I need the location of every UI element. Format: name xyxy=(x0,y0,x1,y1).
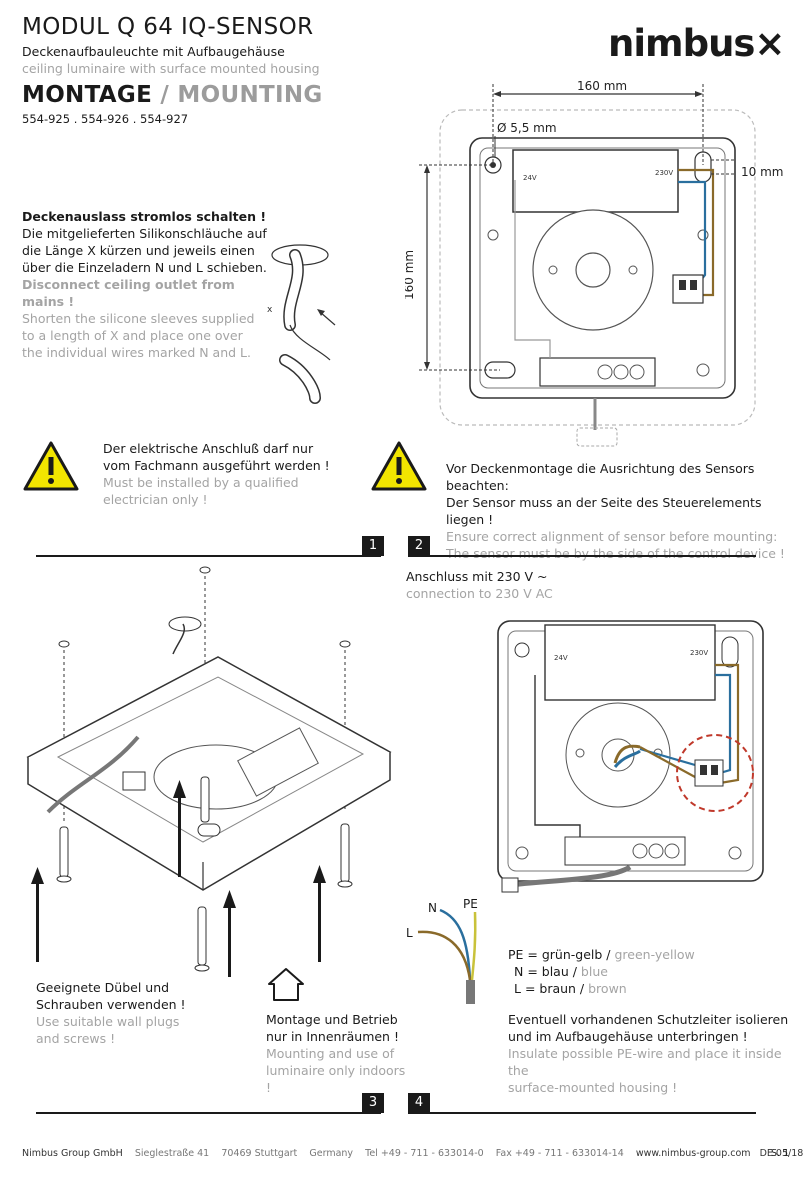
warning-icon xyxy=(371,441,427,491)
wire-label-pe: PE xyxy=(463,897,478,911)
footer-address: Nimbus Group GmbH Sieglestraße 41 70469 … xyxy=(22,1148,804,1159)
wire-label-l: L xyxy=(406,926,413,940)
section-divider xyxy=(36,1112,381,1114)
article-codes: 554-925 . 554-926 . 554-927 xyxy=(22,112,189,126)
house-icon xyxy=(268,968,304,1001)
svg-text:230V: 230V xyxy=(690,649,708,657)
wire-instructions: Deckenauslass stromlos schalten ! Die mi… xyxy=(22,209,267,360)
wire-color-legend: PE = grün-gelb / green-yellow N = blau /… xyxy=(508,947,695,996)
wiring-diagram: 24V 230V xyxy=(497,620,764,893)
indoor-use-text: Montage und Betrieb nur in Innenräumen !… xyxy=(266,1012,406,1095)
supply-wires-illustration: N PE L xyxy=(406,897,478,1004)
nimbus-logo: nimbus× xyxy=(608,22,785,65)
section-divider xyxy=(36,555,381,557)
subtitle-en: ceiling luminaire with surface mounted h… xyxy=(22,61,320,76)
section-divider xyxy=(408,1112,756,1114)
connection-title: Anschluss mit 230 V ~ connection to 230 … xyxy=(406,569,553,601)
step4-text: Eventuell vorhandenen Schutzleiter isoli… xyxy=(508,1012,789,1095)
section-divider xyxy=(408,555,756,557)
mounting-plate-dimension-drawing: 24V 230V 160 mm Ø 5,5 mm 160 mm 10 mm xyxy=(405,79,783,447)
dim-slot-label: 10 mm xyxy=(741,165,783,179)
page-number: S. 1 xyxy=(771,1148,790,1159)
step-number-1: 1 xyxy=(362,536,384,556)
dim-width-label: 160 mm xyxy=(577,79,627,93)
dim-height-label: 160 mm xyxy=(405,250,416,300)
warning-left-text: Der elektrische Anschluß darf nur vom Fa… xyxy=(103,441,330,507)
ceiling-mounting-illustration xyxy=(26,566,392,977)
svg-text:24V: 24V xyxy=(523,174,537,182)
svg-text:24V: 24V xyxy=(554,654,568,662)
warning-icon xyxy=(23,441,79,491)
section-heading: MONTAGE / MOUNTING xyxy=(22,82,323,108)
website-link[interactable]: www.nimbus-group.com xyxy=(635,1148,751,1159)
svg-text:x: x xyxy=(267,305,273,315)
step-number-2: 2 xyxy=(408,536,430,556)
document-title: MODUL Q 64 IQ-SENSOR xyxy=(22,14,314,40)
step-number-4: 4 xyxy=(408,1093,430,1113)
silicone-sleeve-illustration: x xyxy=(267,244,336,404)
svg-text:230V: 230V xyxy=(655,169,673,177)
subtitle-de: Deckenaufbauleuchte mit Aufbaugehäuse xyxy=(22,44,285,59)
wire-label-n: N xyxy=(428,901,437,915)
step3-text: Geeignete Dübel und Schrauben verwenden … xyxy=(36,980,186,1046)
warning-right-text: Vor Deckenmontage die Ausrichtung des Se… xyxy=(446,461,785,561)
dim-hole-label: Ø 5,5 mm xyxy=(497,121,557,135)
step-number-3: 3 xyxy=(362,1093,384,1113)
